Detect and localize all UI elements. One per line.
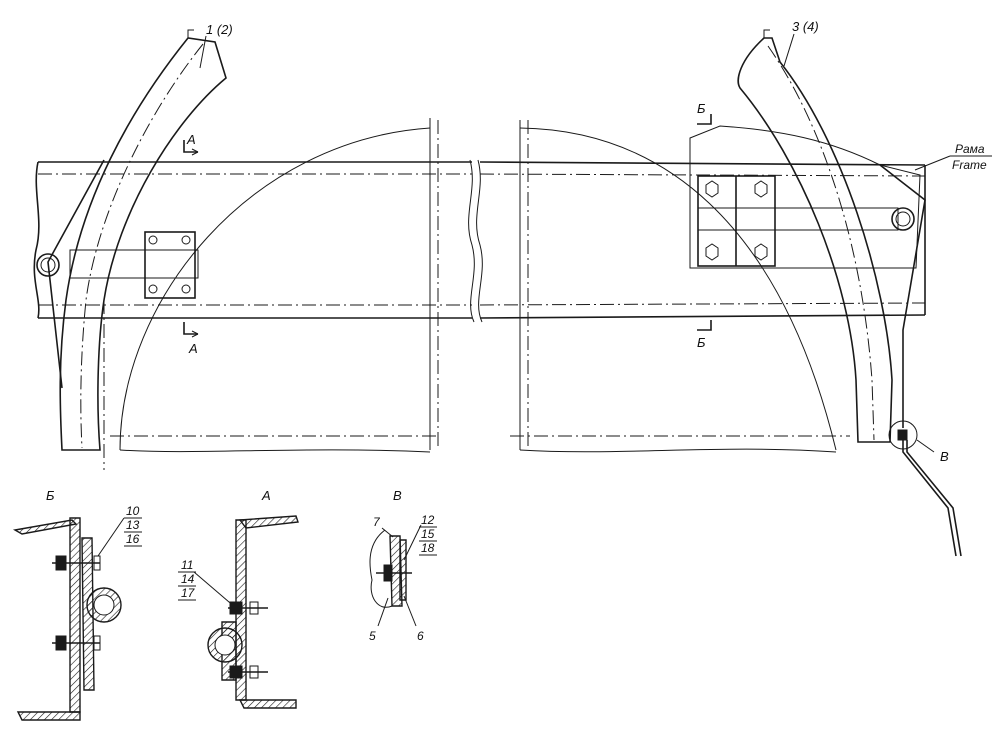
detail-v-title: В [393,488,402,503]
wheel-left [103,118,440,470]
detail-a-part-1: 11 [181,558,193,572]
detail-b-title: Б [46,488,55,503]
detail-a-part-2: 14 [181,572,195,586]
detail-b-part-2: 13 [126,518,140,532]
section-a-bottom-label: А [188,341,198,356]
right-mudguard-part-number: 3 (4) [792,19,819,34]
detail-v-part-7: 7 [373,515,381,529]
detail-v: В 7 12 15 18 5 6 [369,488,437,643]
mudguard-right [737,29,926,443]
detail-a-part-3: 17 [181,586,196,600]
callout-frame: Рама Frame [914,142,992,172]
mudguard-left [36,29,227,451]
right-mount-ring [891,207,915,231]
callout-left-mudguard: 1 (2) [199,22,233,69]
left-mudguard-part-number: 1 (2) [206,22,233,37]
detail-a-title: А [261,488,271,503]
frame-rail [33,159,926,323]
callout-right-mudguard: 3 (4) [783,19,819,67]
frame-label-ru: Рама [955,142,985,156]
detail-v-label: В [940,449,949,464]
section-b-top-label: Б [697,101,706,116]
section-a-top-label: А [186,132,196,147]
detail-b-part-1: 10 [126,504,140,518]
section-b-bottom-label: Б [697,335,706,350]
detail-v-part-6: 6 [417,629,424,643]
detail-b-part-3: 16 [126,532,140,546]
wheel-right [510,120,850,453]
detail-v-callout: В [888,420,962,557]
detail-v-part-18: 18 [421,541,435,555]
hex-bolt-heads [705,180,768,261]
detail-v-part-5: 5 [369,629,376,643]
left-mount-ring [36,253,60,277]
main-view: В А А Б Б 1 (2) 3 (4) [33,19,992,557]
detail-a: А 11 14 17 [178,488,299,709]
bracket-left [69,231,199,299]
detail-v-part-15: 15 [421,527,435,541]
section-mark-a: А А [183,132,199,356]
frame-label-en: Frame [952,158,987,172]
bracket-right [689,125,921,269]
detail-b: Б 10 13 16 [12,488,142,721]
detail-v-part-12: 12 [421,513,435,527]
section-mark-b: Б Б [697,101,712,350]
